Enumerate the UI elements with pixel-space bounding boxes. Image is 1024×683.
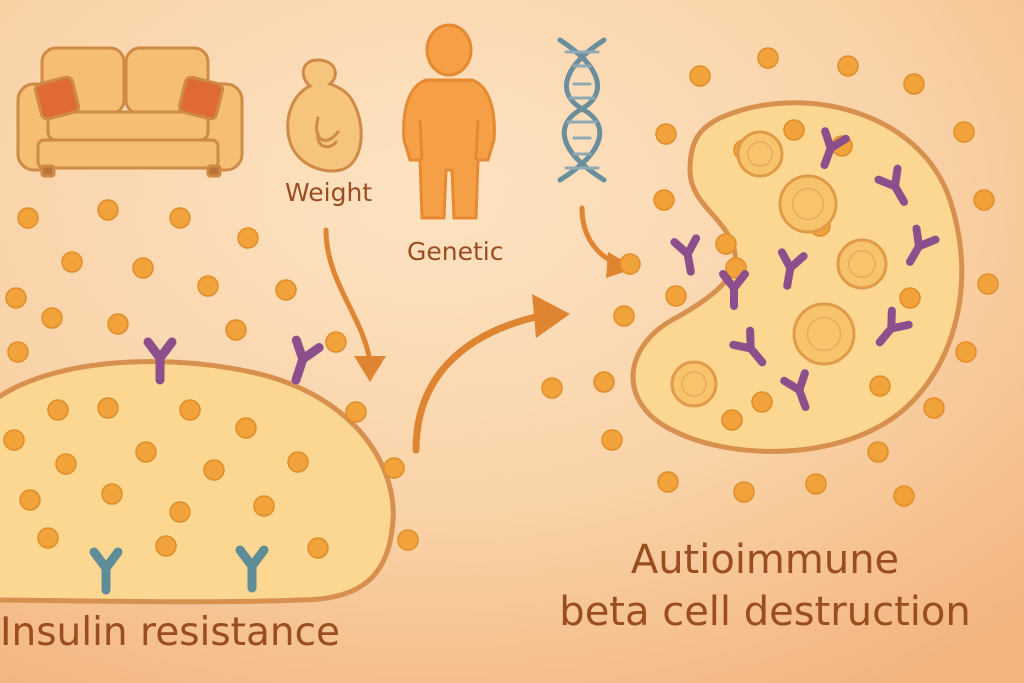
cell-insulin-resistance — [0, 359, 396, 605]
insulin-dot — [55, 453, 77, 475]
insulin-dot — [655, 123, 677, 145]
insulin-dot — [97, 397, 119, 419]
insulin-dot — [37, 527, 59, 549]
label-autoimmune: Autioimmune beta cell destruction — [530, 534, 1000, 638]
insulin-dot — [751, 391, 773, 413]
insulin-dot — [893, 485, 915, 507]
insulin-dot — [955, 341, 977, 363]
insulin-dot — [169, 207, 191, 229]
insulin-dot — [3, 429, 25, 451]
insulin-dot — [383, 457, 405, 479]
insulin-dot — [169, 501, 191, 523]
insulin-dot — [41, 307, 63, 329]
sofa-icon — [16, 46, 244, 178]
insulin-dot — [203, 459, 225, 481]
arrow-weight-down — [323, 227, 386, 382]
insulin-dot — [5, 287, 27, 309]
insulin-dot — [155, 535, 177, 557]
insulin-dot — [541, 377, 563, 399]
insulin-dot — [689, 65, 711, 87]
insulin-dot — [657, 471, 679, 493]
insulin-dot — [613, 305, 635, 327]
insulin-dot — [733, 481, 755, 503]
insulin-dot — [101, 483, 123, 505]
arrow-main-curve — [412, 294, 570, 454]
insulin-dot — [97, 199, 119, 221]
insulin-dot — [17, 207, 39, 229]
insulin-dot — [715, 233, 737, 255]
insulin-dot — [869, 375, 891, 397]
insulin-dot — [903, 73, 925, 95]
insulin-dot — [345, 401, 367, 423]
belly-icon — [286, 58, 363, 173]
insulin-dot — [977, 273, 999, 295]
insulin-dot — [107, 313, 129, 335]
insulin-dot — [721, 409, 743, 431]
beta-cell — [736, 130, 784, 178]
insulin-dot — [653, 189, 675, 211]
beta-cells — [670, 130, 888, 408]
beta-cell — [670, 360, 718, 408]
insulin-dot — [899, 287, 921, 309]
insulin-dot — [307, 537, 329, 559]
label-genetic: Genetic — [407, 237, 504, 266]
insulin-dot — [225, 319, 247, 341]
insulin-dot — [253, 495, 275, 517]
insulin-dot — [953, 121, 975, 143]
insulin-dot — [275, 279, 297, 301]
insulin-dot — [132, 257, 154, 279]
insulin-dot — [325, 331, 347, 353]
insulin-dot — [593, 371, 615, 393]
label-autoimmune-line2: beta cell destruction — [559, 589, 971, 635]
insulin-dot — [923, 397, 945, 419]
insulin-dot — [235, 417, 257, 439]
beta-cell — [836, 238, 888, 290]
insulin-dot — [135, 441, 157, 463]
insulin-dot — [837, 55, 859, 77]
insulin-dot — [7, 341, 29, 363]
insulin-dot — [197, 275, 219, 297]
insulin-dot — [237, 227, 259, 249]
beta-cell — [778, 174, 838, 234]
cell-pancreatic-islet — [630, 100, 965, 454]
insulin-dot — [805, 473, 827, 495]
insulin-dot — [757, 47, 779, 69]
insulin-dot — [61, 251, 83, 273]
label-autoimmune-line1: Autioimmune — [630, 537, 900, 583]
insulin-dot — [397, 529, 419, 551]
person-icon — [402, 23, 496, 220]
insulin-dot — [19, 489, 41, 511]
dna-icon — [557, 37, 607, 183]
insulin-dot — [287, 451, 309, 473]
insulin-dot — [783, 119, 805, 141]
insulin-dots — [3, 47, 999, 559]
label-weight: Weight — [285, 178, 373, 207]
insulin-dot — [619, 253, 641, 275]
insulin-dot — [665, 285, 687, 307]
insulin-dot — [867, 441, 889, 463]
insulin-dot — [179, 399, 201, 421]
beta-cell — [792, 302, 856, 366]
insulin-dot — [601, 429, 623, 451]
label-insulin-resistance: Insulin resistance — [0, 610, 341, 655]
insulin-dot — [973, 189, 995, 211]
insulin-dot — [47, 399, 69, 421]
